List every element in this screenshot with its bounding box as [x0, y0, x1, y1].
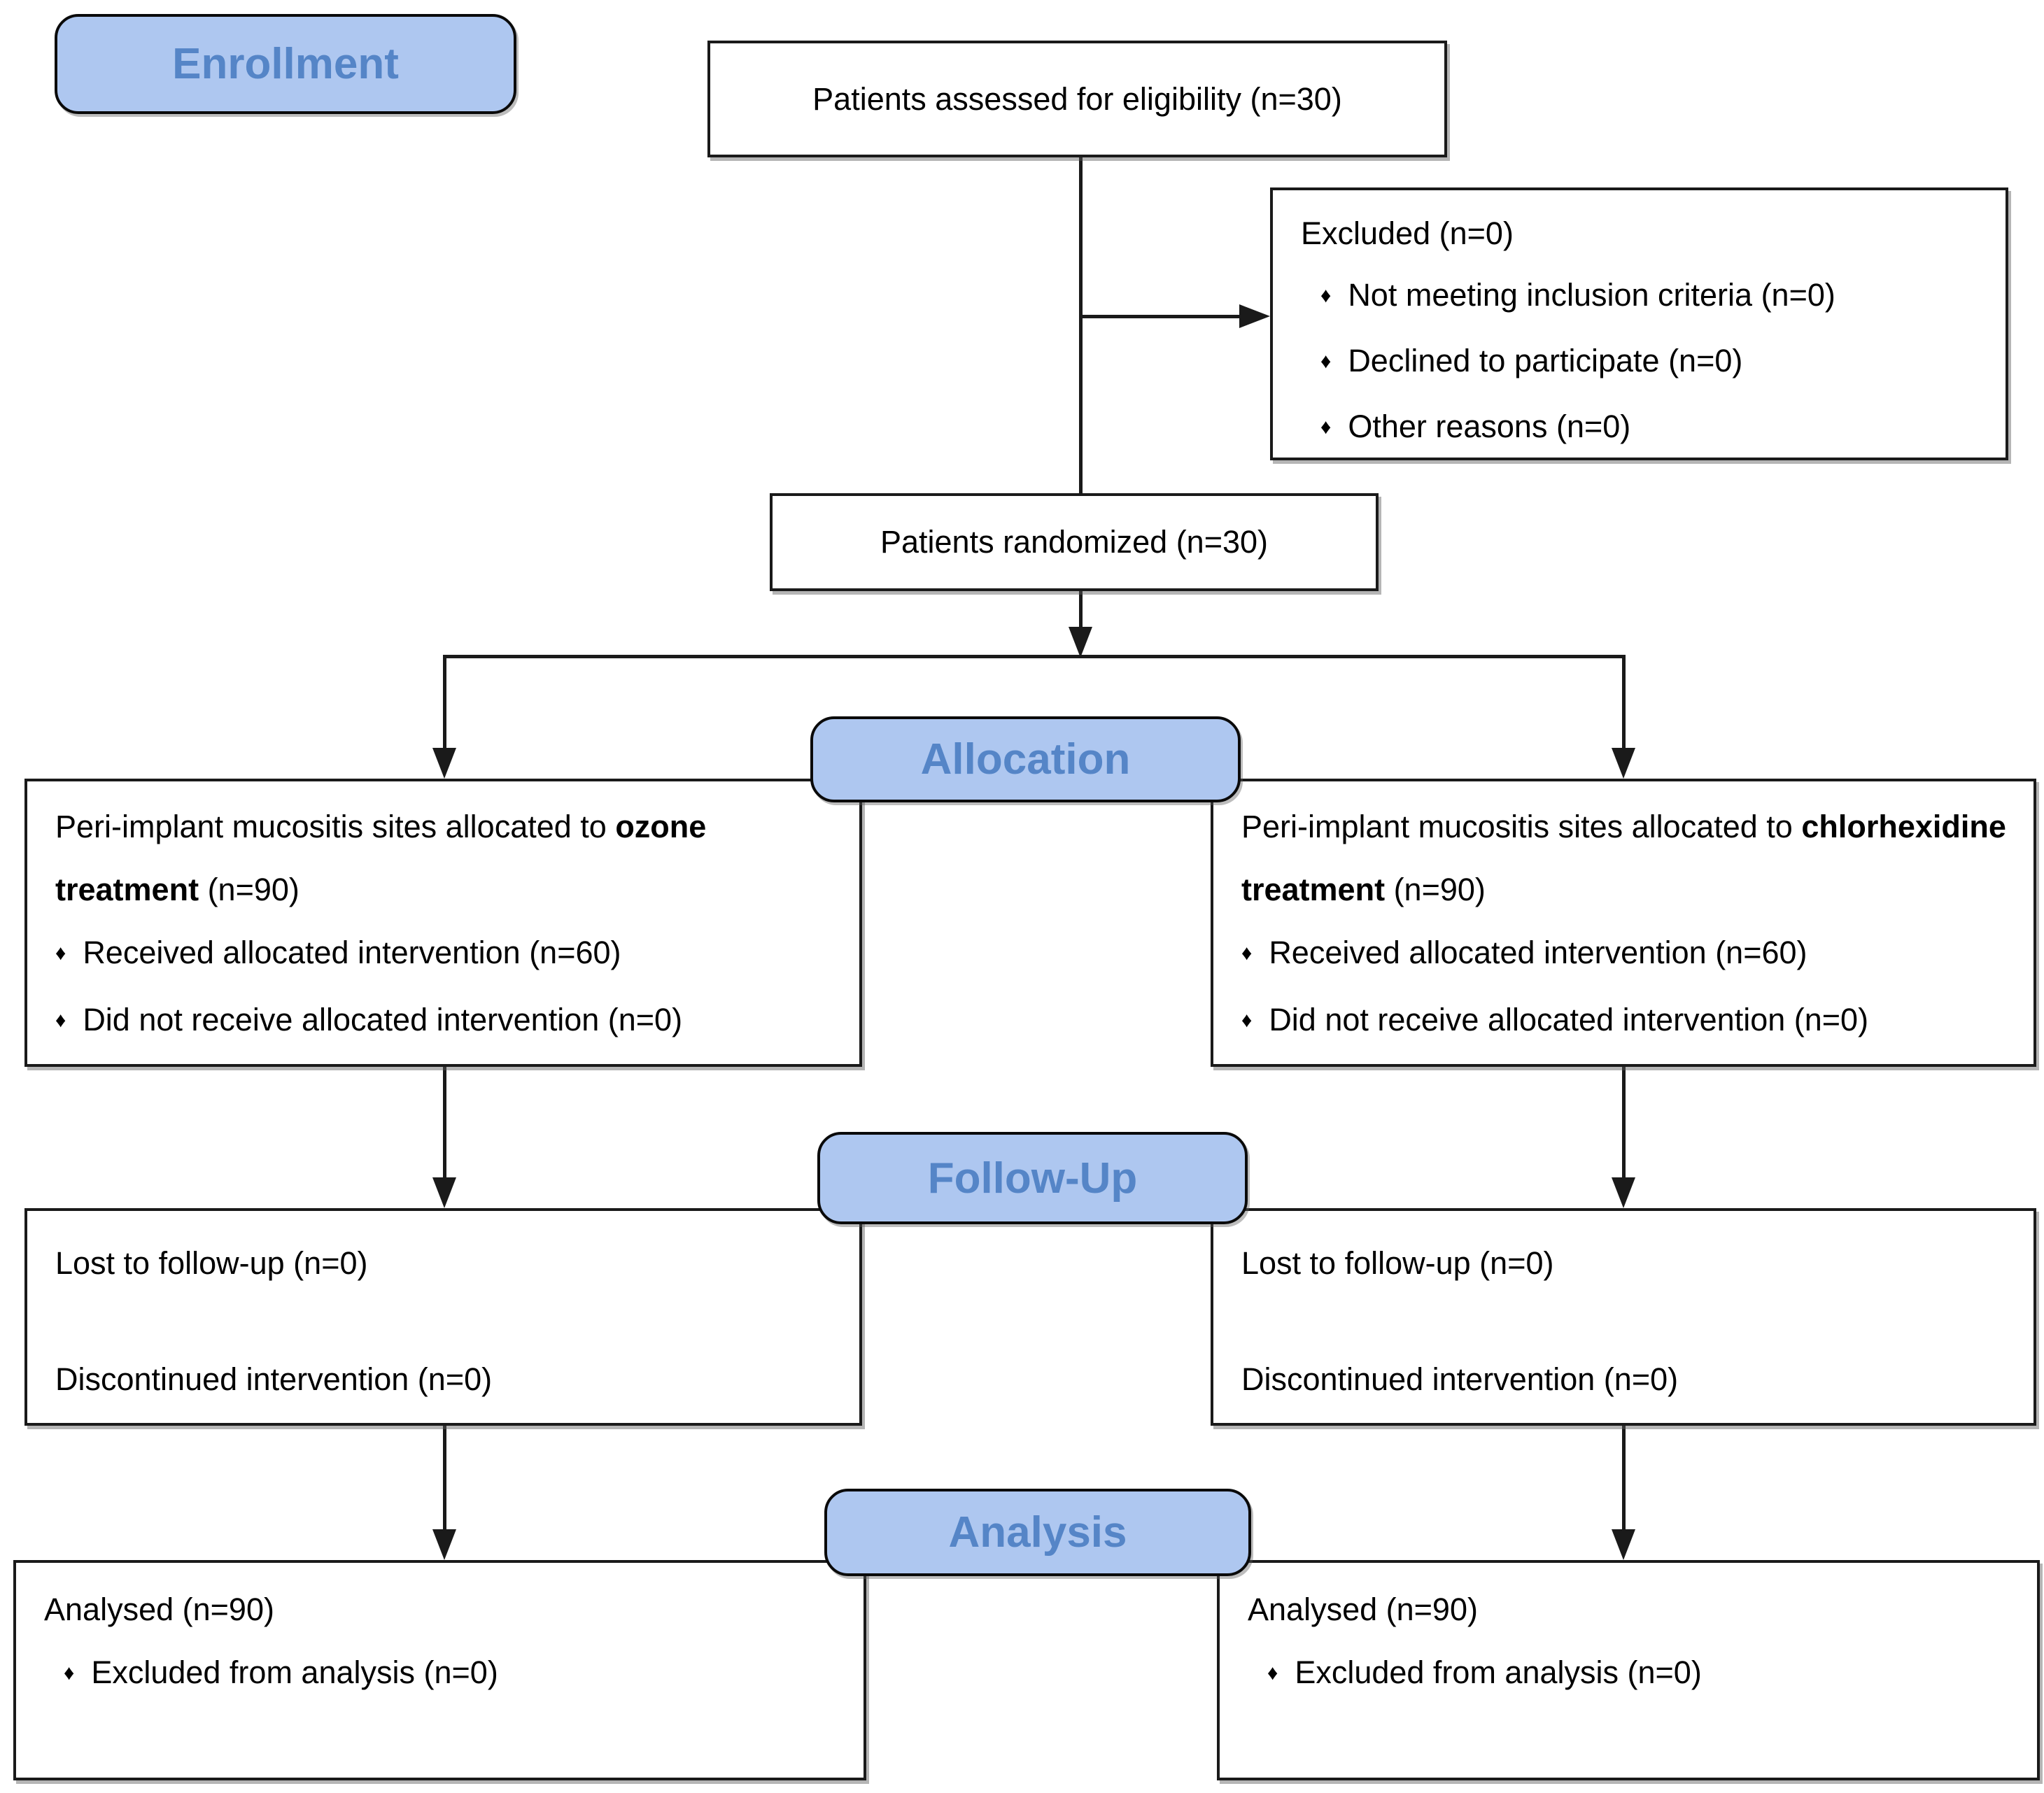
- excluded-bullet: ♦ Not meeting inclusion criteria (n=0): [1301, 264, 1985, 330]
- diamond-bullet-icon: ♦: [1320, 284, 1332, 307]
- eligibility-text: Patients assessed for eligibility (n=30): [812, 80, 1342, 117]
- analysis-right-title: Analysed (n=90): [1248, 1592, 1478, 1627]
- allocation-left-box: Peri-implant mucositis sites allocated t…: [24, 779, 862, 1067]
- allocation-right-bullet: ♦ Received allocated intervention (n=60): [1241, 921, 2013, 988]
- allocation-left-bullet: ♦ Received allocated intervention (n=60): [55, 921, 838, 988]
- excluded-box: Excluded (n=0) ♦ Not meeting inclusion cr…: [1270, 187, 2008, 460]
- arrowhead-into-analysis-right-icon: [1612, 1529, 1635, 1560]
- excluded-bullet-text: Not meeting inclusion criteria (n=0): [1348, 277, 1835, 313]
- stage-label-enrollment: Enrollment: [55, 14, 516, 114]
- allocation-label-text: Allocation: [920, 735, 1131, 784]
- diamond-bullet-icon: ♦: [55, 1009, 66, 1032]
- allocation-right-arm: chlorhexidine treatment: [1241, 809, 2006, 907]
- connector-fu-left-to-analysis: [443, 1424, 446, 1531]
- diamond-bullet-icon: ♦: [1320, 350, 1332, 373]
- allocation-left-n: (n=90): [199, 872, 299, 907]
- diamond-bullet-icon: ♦: [64, 1661, 75, 1685]
- allocation-left-heading: Peri-implant mucositis sites allocated t…: [55, 795, 838, 921]
- stage-label-analysis: Analysis: [824, 1489, 1251, 1576]
- enrollment-label-text: Enrollment: [172, 40, 399, 88]
- arrowhead-into-excluded-icon: [1239, 304, 1270, 328]
- arrowhead-into-fu-left-icon: [432, 1177, 456, 1208]
- arrowhead-into-fu-right-icon: [1612, 1177, 1635, 1208]
- connector-split-right-down: [1622, 655, 1626, 749]
- connector-fu-right-to-analysis: [1622, 1424, 1626, 1531]
- excluded-bullet: ♦ Other reasons (n=0): [1301, 396, 1985, 462]
- allocation-right-heading: Peri-implant mucositis sites allocated t…: [1241, 795, 2013, 921]
- randomized-box: Patients randomized (n=30): [770, 493, 1379, 591]
- analysis-left-title: Analysed (n=90): [44, 1592, 274, 1627]
- excluded-bullet-text: Other reasons (n=0): [1348, 409, 1631, 444]
- analysis-label-text: Analysis: [948, 1508, 1127, 1557]
- analysis-right-bullet-text: Excluded from analysis (n=0): [1295, 1654, 1702, 1690]
- diamond-bullet-icon: ♦: [55, 942, 66, 965]
- excluded-title: Excluded (n=0): [1301, 215, 1514, 251]
- followup-label-text: Follow-Up: [927, 1154, 1138, 1203]
- analysis-right-bullet: ♦ Excluded from analysis (n=0): [1248, 1641, 2016, 1708]
- analysis-right-box: Analysed (n=90) ♦ Excluded from analysis …: [1217, 1560, 2040, 1780]
- excluded-bullet: ♦ Declined to participate (n=0): [1301, 330, 1985, 396]
- connector-branch-to-excluded: [1079, 315, 1241, 318]
- excluded-bullet-text: Declined to participate (n=0): [1348, 343, 1743, 378]
- allocation-right-n: (n=90): [1385, 872, 1486, 907]
- eligibility-box: Patients assessed for eligibility (n=30): [707, 41, 1447, 157]
- followup-right-box: Lost to follow-up (n=0) Discontinued int…: [1211, 1208, 2036, 1426]
- arrowhead-randomized-split-icon: [1069, 627, 1092, 658]
- randomized-text: Patients randomized (n=30): [880, 524, 1269, 560]
- arrowhead-into-analysis-left-icon: [432, 1529, 456, 1560]
- allocation-left-intro: Peri-implant mucositis sites allocated t…: [55, 809, 616, 844]
- allocation-right-intro: Peri-implant mucositis sites allocated t…: [1241, 809, 1802, 844]
- stage-label-followup: Follow-Up: [817, 1132, 1248, 1224]
- arrowhead-into-alloc-left-icon: [432, 748, 456, 779]
- followup-left-lost: Lost to follow-up (n=0): [55, 1245, 368, 1281]
- connector-split-left-down: [443, 655, 446, 749]
- followup-left-box: Lost to follow-up (n=0) Discontinued int…: [24, 1208, 862, 1426]
- analysis-left-bullet-text: Excluded from analysis (n=0): [91, 1654, 498, 1690]
- diamond-bullet-icon: ♦: [1320, 416, 1332, 439]
- followup-right-discontinued: Discontinued intervention (n=0): [1241, 1361, 1679, 1397]
- analysis-left-box: Analysed (n=90) ♦ Excluded from analysis …: [13, 1560, 866, 1780]
- followup-right-lost: Lost to follow-up (n=0): [1241, 1245, 1554, 1281]
- allocation-right-box: Peri-implant mucositis sites allocated t…: [1211, 779, 2036, 1067]
- allocation-right-bullet-text: Did not receive allocated intervention (…: [1269, 1002, 1869, 1037]
- connector-eligibility-to-randomized: [1079, 156, 1083, 495]
- diamond-bullet-icon: ♦: [1267, 1661, 1278, 1685]
- allocation-left-bullet-text: Received allocated intervention (n=60): [83, 935, 621, 970]
- connector-alloc-left-to-fu: [443, 1065, 446, 1179]
- arrowhead-into-alloc-right-icon: [1612, 748, 1635, 779]
- allocation-right-bullet-text: Received allocated intervention (n=60): [1269, 935, 1807, 970]
- diamond-bullet-icon: ♦: [1241, 942, 1253, 965]
- followup-left-discontinued: Discontinued intervention (n=0): [55, 1361, 493, 1397]
- allocation-left-arm: ozone treatment: [55, 809, 707, 907]
- stage-label-allocation: Allocation: [810, 716, 1241, 802]
- allocation-right-bullet: ♦ Did not receive allocated intervention …: [1241, 988, 2013, 1056]
- connector-alloc-right-to-fu: [1622, 1065, 1626, 1179]
- connector-split-horizontal: [443, 655, 1626, 658]
- allocation-left-bullet-text: Did not receive allocated intervention (…: [83, 1002, 683, 1037]
- connector-randomized-down: [1079, 590, 1083, 630]
- diamond-bullet-icon: ♦: [1241, 1009, 1253, 1032]
- analysis-left-bullet: ♦ Excluded from analysis (n=0): [44, 1641, 843, 1708]
- allocation-left-bullet: ♦ Did not receive allocated intervention …: [55, 988, 838, 1056]
